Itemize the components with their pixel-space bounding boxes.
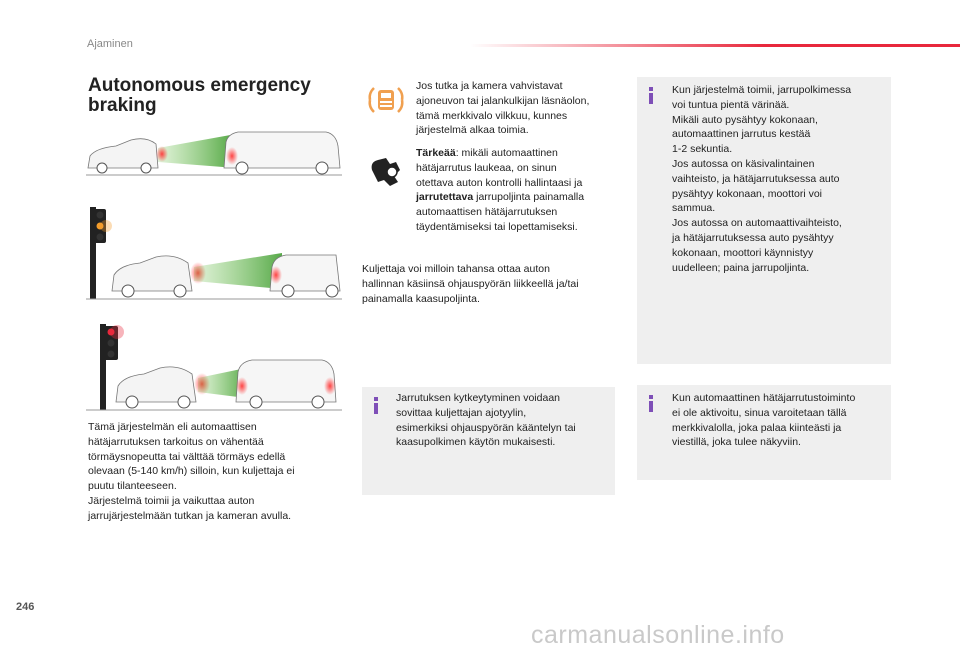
text-line: pysähtyy kokonaan, moottori voi	[672, 187, 822, 200]
text-line: kokonaan, moottori käynnistyy	[672, 246, 814, 259]
text-line: otettava auton kontrolli hallintaasi ja	[416, 176, 583, 189]
warning-light-text: Jos tutka ja kamera vahvistavat ajoneuvo…	[416, 79, 626, 138]
illustration-car-van	[86, 131, 342, 176]
intro-text: Tämä järjestelmän eli automaattisen hätä…	[88, 420, 343, 524]
text-line: uudelleen; paina jarrupoljinta.	[672, 261, 810, 274]
intro-line: jarrujärjestelmään tutkan ja kameran avu…	[88, 509, 292, 522]
text-line: Kun automaattinen hätäjarrutustoiminto	[672, 392, 856, 404]
text-line: ajoneuvon tai jalankulkijan läsnäolon,	[416, 94, 590, 107]
page-title: Autonomous emergency braking	[88, 75, 311, 116]
important-label: Tärkeää	[416, 147, 456, 159]
intro-line: Järjestelmä toimii ja vaikuttaa auton	[88, 494, 255, 507]
text-line: Mikäli auto pysähtyy kokonaan,	[672, 113, 818, 126]
text-line: sammua.	[672, 202, 716, 215]
illustration-traffic-light-car-van	[86, 207, 342, 300]
text-line: kaasupolkimen käytön mukaisesti.	[396, 436, 556, 449]
text-line: automaattinen jarrutus kestää	[672, 128, 811, 141]
text-line: Kun järjestelmä toimii, jarrupolkimessa	[672, 84, 852, 96]
info-box-3-text: Kun automaattinen hätäjarrutustoiminto e…	[672, 391, 889, 450]
intro-line: törmäysnopeutta tai välttää törmäys edel…	[88, 450, 286, 463]
important-line-1: Tärkeää: mikäli automaattinen	[416, 146, 626, 161]
info-box-2-text: Kun järjestelmä toimii, jarrupolkimessa …	[672, 83, 887, 275]
intro-line: puutu tilanteeseen.	[88, 480, 177, 493]
page-number: 246	[16, 601, 35, 613]
traffic-light-icon-2	[100, 324, 124, 410]
watermark: carmanualsonline.info	[531, 621, 785, 649]
info-box-2: Kun järjestelmä toimii, jarrupolkimessa …	[637, 77, 891, 364]
text-line: ei ole aktivoitu, sinua varoitetaan täll…	[672, 406, 847, 419]
text-line: viestillä, joka tulee näkyviin.	[672, 436, 801, 449]
section-header: Ajaminen	[87, 38, 133, 50]
intro-line: olevaan (5-140 km/h) silloin, kun kuljet…	[88, 465, 295, 478]
text-line: 1-2 sekuntia.	[672, 143, 733, 156]
info-box-1-text: Jarrutuksen kytkeytyminen voidaan sovitt…	[396, 391, 611, 450]
text-line: hätäjarrutus laukeaa, on sinun	[416, 161, 557, 174]
text-line: täydentämiseksi tai lopettamiseksi.	[416, 220, 578, 233]
info-icon	[374, 397, 378, 414]
text-line: hallinnan käsiinsä ohjauspyörän liikkeel…	[362, 277, 579, 290]
info-box-3: Kun automaattinen hätäjarrutustoiminto e…	[637, 385, 891, 480]
text-line: esimerkiksi ohjauspyörän kääntelyn tai	[396, 421, 576, 434]
text-line: voi tuntua pientä värinää.	[672, 98, 790, 111]
traffic-light-icon	[90, 207, 112, 299]
important-text: Tärkeää: mikäli automaattinen hätäjarrut…	[416, 146, 626, 235]
text-line: sovittaa kuljettajan ajotyylin,	[396, 406, 527, 419]
illustration-traffic-light-car-van-2	[86, 324, 342, 411]
info-icon	[649, 395, 653, 412]
steering-hand-icon	[371, 158, 400, 186]
text-line: vaihteisto, ja hätäjarrutuksessa auto	[672, 172, 840, 185]
important-line-bold: jarrutettava jarrupoljinta painamalla	[416, 190, 626, 205]
text-line: Jarrutuksen kytkeytyminen voidaan	[396, 392, 560, 404]
intro-line: hätäjarrutuksen tarkoitus on vähentää	[88, 435, 264, 448]
text-line: painamalla kaasupoljinta.	[362, 292, 480, 305]
text-line: Jos tutka ja kamera vahvistavat	[416, 80, 563, 92]
text-line: merkkivalolla, joka palaa kiinteästi ja	[672, 421, 842, 434]
text-line: tämä merkkivalo vilkkuu, kunnes	[416, 109, 568, 122]
text-line: automaattisen hätäjarrutuksen	[416, 206, 558, 219]
important-bold-word: jarrutettava	[416, 191, 474, 204]
intro-line: Tämä järjestelmän eli automaattisen	[88, 421, 257, 433]
info-icon	[649, 87, 653, 104]
driver-text: Kuljettaja voi milloin tahansa ottaa aut…	[362, 262, 626, 306]
text-line: järjestelmä alkaa toimia.	[416, 124, 529, 137]
header-accent-line	[470, 44, 960, 47]
text-line: ja hätäjarrutuksessa auto pysähtyy	[672, 231, 834, 244]
text-line: Jos autossa on automaattivaihteisto,	[672, 217, 842, 230]
text-line: Jos autossa on käsivalintainen	[672, 157, 815, 170]
text-line: Kuljettaja voi milloin tahansa ottaa aut…	[362, 263, 550, 275]
info-box-1: Jarrutuksen kytkeytyminen voidaan sovitt…	[362, 387, 615, 495]
text-line: jarrupoljinta painamalla	[473, 191, 585, 204]
text-line: : mikäli automaattinen	[455, 147, 558, 159]
warning-light-icon	[368, 87, 404, 113]
